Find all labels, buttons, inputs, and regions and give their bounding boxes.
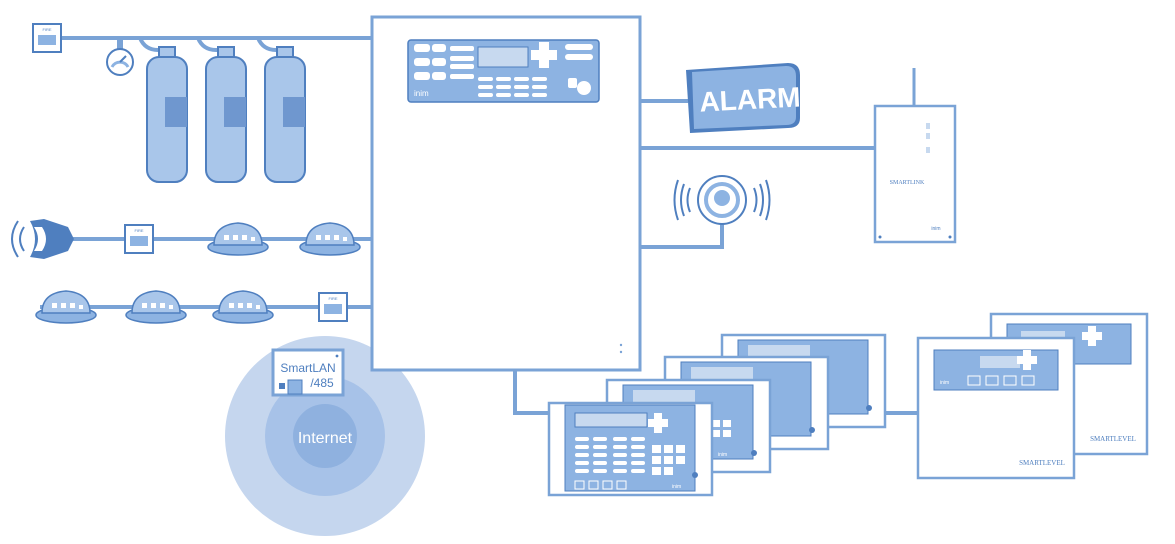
smartlan-line2: /485 (310, 376, 334, 390)
fire-tag-text: FIRE (42, 27, 51, 32)
alarm-sign-text: ALARM (699, 81, 802, 117)
fire-button-loop1[interactable]: FIRE (124, 224, 154, 254)
control-panel: inim (370, 15, 642, 372)
modem-icon: SMARTLINK inim (873, 68, 957, 244)
siren-icon (673, 175, 771, 225)
repeater-logo: inim (718, 452, 727, 458)
fire-button-top[interactable]: FIRE (32, 23, 62, 53)
smartlan-module: SmartLAN /485 (271, 348, 345, 397)
fire-tag-text: FIRE (328, 296, 337, 301)
manifold-pipes (138, 37, 286, 52)
repeater-logo: inim (672, 484, 681, 490)
smartlevel-panel-front: inim SMARTLEVEL (916, 336, 1076, 480)
repeater-panel-front: inim (547, 401, 714, 497)
beam-detector-icon (11, 219, 74, 259)
smoke-detector-icon (35, 290, 274, 324)
smartlan-line1: SmartLAN (280, 361, 335, 375)
smartlevel-label: SMARTLEVEL (1090, 435, 1136, 443)
gas-cylinder-icon (146, 46, 306, 183)
internet-label: Internet (298, 430, 353, 447)
pressure-gauge-icon (106, 40, 134, 76)
modem-label: SMARTLINK (890, 180, 925, 186)
smartlevel-label: SMARTLEVEL (1019, 459, 1065, 467)
fire-tag-text: FIRE (134, 228, 143, 233)
smartlevel-logo: inim (940, 380, 949, 386)
modem-logo: inim (931, 226, 940, 232)
connection-lines (40, 36, 918, 415)
fire-button-loop2[interactable]: FIRE (318, 292, 348, 322)
alarm-sign-icon: ALARM (686, 63, 801, 133)
control-panel-logo: inim (414, 89, 429, 98)
